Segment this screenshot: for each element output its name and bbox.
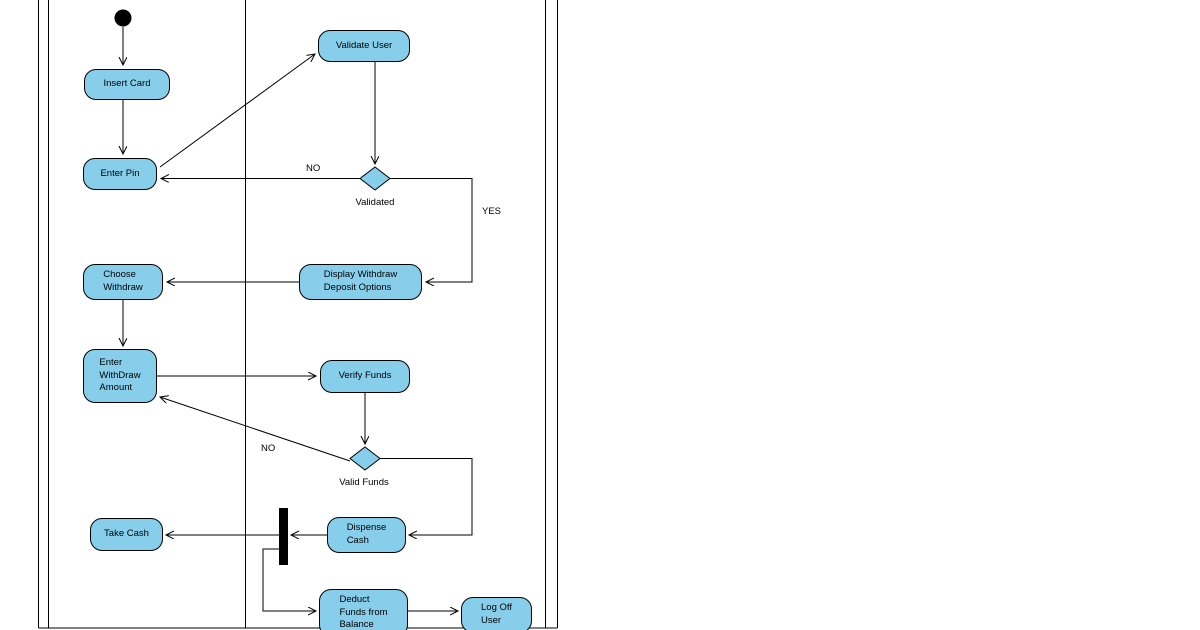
node-dispense-cash: Dispense Cash [327,517,406,553]
edge-fork-to-deduct-funds [262,548,316,611]
node-validate-user: Validate User [318,30,410,62]
node-take-cash: Take Cash [90,518,163,551]
node-verify-funds: Verify Funds [320,360,410,393]
edge-decision-yes-to-dispense-cash [380,458,473,536]
initial-node [114,9,132,27]
node-insert-card: Insert Card [84,69,170,100]
edge-enter-pin-to-validate-user [159,54,315,168]
fork-bar [279,508,288,565]
edge-decision-no-to-enter-amount [160,397,351,462]
node-deduct-funds: Deduct Funds from Balance [319,589,408,630]
node-log-off-user: Log Off User [461,597,532,630]
edge-label-validated: Validated [355,197,395,208]
edge-label-yes: YES [482,206,502,217]
node-display-options: Display Withdraw Deposit Options [299,264,422,300]
node-choose-withdraw: Choose Withdraw [83,264,163,300]
decision-diamond-valid-funds [349,446,381,471]
edge-decision-yes-to-display-options [390,178,473,283]
edge-label-valid-funds: Valid Funds [339,477,389,488]
node-enter-pin: Enter Pin [83,158,157,190]
decision-diamond-validated [359,166,391,191]
edge-label-no-funds: NO [261,443,276,454]
node-enter-withdraw-amount: Enter WithDraw Amount [83,349,157,403]
edge-label-no-pin: NO [306,163,321,174]
